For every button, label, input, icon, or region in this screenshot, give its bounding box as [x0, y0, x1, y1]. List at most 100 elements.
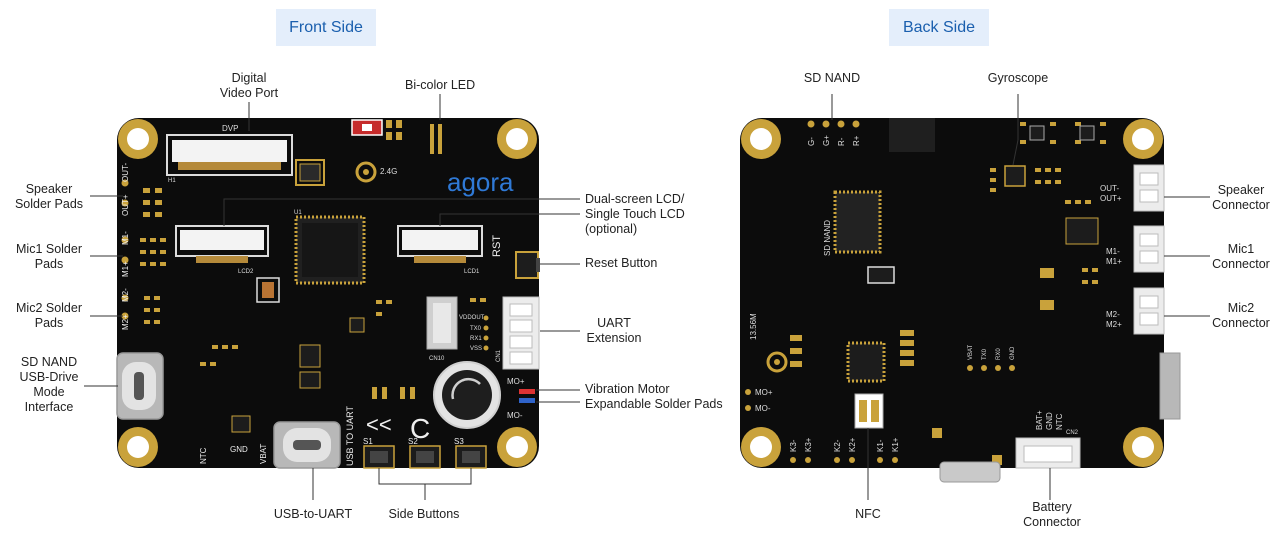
- nfc-chip: [846, 341, 886, 383]
- label-nfc: NFC: [855, 507, 881, 521]
- silk-rst: RST: [491, 235, 503, 257]
- back-board: G- G+ R- R+ SD NAND: [740, 118, 1181, 483]
- label-lcd: Dual-screen LCD/Single Touch LCD(optiona…: [585, 192, 685, 236]
- silk-bat-plus: BAT+: [1035, 410, 1044, 430]
- silk-r-minus: R-: [837, 137, 846, 146]
- silk-m2-plus: M2+: [121, 314, 130, 330]
- mounting-hole: [118, 119, 158, 159]
- label-expandable-solder-pads: Expandable Solder Pads: [585, 397, 723, 411]
- motor-wire-red: [519, 389, 535, 394]
- mic2-connector: [1133, 287, 1165, 335]
- silk-freq: 2.4G: [380, 167, 397, 176]
- label-usb-to-uart: USB-to-UART: [273, 507, 353, 521]
- silk-tx0: TX0: [470, 326, 482, 332]
- back-usb-c-port: [1159, 352, 1181, 420]
- silk-s2: S2: [408, 437, 418, 446]
- mounting-hole: [741, 427, 781, 467]
- reset-button: [515, 251, 539, 279]
- label-side-buttons: Side Buttons: [388, 507, 460, 521]
- silk-dvp: DVP: [222, 124, 238, 133]
- silk-mo-plus: MO+: [755, 388, 773, 397]
- mounting-hole: [497, 119, 537, 159]
- silk-g-plus: G+: [822, 135, 831, 146]
- silk-c-mark: C: [410, 413, 430, 444]
- mounting-hole: [118, 427, 158, 467]
- back-side-title: Back Side: [889, 9, 989, 46]
- silk-r-plus: R+: [852, 135, 861, 146]
- silk-m1-minus: M1-: [1106, 247, 1120, 256]
- side-button-s3: [455, 445, 487, 469]
- silk-k1-minus: K1-: [876, 439, 885, 452]
- silk-gnd: GND: [1010, 346, 1016, 360]
- front-board: DVP H1 2.4G agora U1 LCD2 LCD1 RST: [116, 118, 540, 469]
- nfc-antenna-connector: [766, 351, 788, 373]
- mic1-solder-pads: [121, 236, 129, 264]
- silk-m2-minus: M2-: [1106, 310, 1120, 319]
- silk-lcd1: LCD1: [464, 269, 480, 275]
- label-reset-button: Reset Button: [585, 256, 658, 270]
- label-bicolor-led: Bi-color LED: [405, 78, 476, 92]
- silk-k2-minus: K2-: [833, 439, 842, 452]
- silk-k3-minus: K3-: [789, 439, 798, 452]
- silk-mo-minus: MO-: [755, 404, 771, 413]
- silk-ntc: NTC: [199, 447, 208, 464]
- mic1-connector: [1133, 225, 1165, 273]
- silk-vss: VSS: [470, 346, 482, 352]
- silk-g-minus: G-: [807, 137, 816, 146]
- silk-mo-plus: MO+: [507, 377, 525, 386]
- mounting-hole: [497, 427, 537, 467]
- silk-13m56: 13.56M: [749, 313, 758, 340]
- label-gyroscope: Gyroscope: [987, 71, 1049, 85]
- silk-vbat: VBAT: [259, 444, 268, 464]
- antenna-connector: [355, 161, 377, 183]
- silk-u1: U1: [294, 210, 302, 216]
- silk-vddout: VDDOUT: [459, 315, 485, 321]
- side-button-s1: [363, 445, 395, 469]
- silk-k1-plus: K1+: [891, 437, 900, 452]
- silk-rx1: RX1: [470, 336, 482, 342]
- silk-usb-to-uart: USB TO UART: [345, 405, 355, 466]
- silk-out-minus: OUT-: [1100, 184, 1119, 193]
- silk-arrows: <<: [366, 412, 392, 437]
- silk-m1-minus: M1-: [121, 231, 130, 245]
- silk-tx0: TX0: [982, 348, 988, 360]
- silk-gnd2: GND: [1045, 412, 1054, 430]
- silk-k3-plus: K3+: [804, 437, 813, 452]
- speaker-connector: [1133, 164, 1165, 212]
- silk-m1-plus: M1+: [121, 261, 130, 277]
- motor-wire-blue: [519, 398, 535, 403]
- silk-lcd2: LCD2: [238, 269, 254, 275]
- silk-rx0: RX0: [996, 348, 1002, 360]
- silk-out-plus: OUT+: [1100, 194, 1122, 203]
- side-button-s2: [409, 445, 441, 469]
- silk-ntc: NTC: [1055, 413, 1064, 430]
- front-side-title: Front Side: [276, 9, 376, 46]
- silk-sd-nand-chip: SD NAND: [823, 220, 832, 256]
- mounting-hole: [741, 119, 781, 159]
- silk-cn2: CN2: [1066, 430, 1079, 436]
- silk-gnd: GND: [230, 445, 248, 454]
- silk-cn10: CN10: [429, 356, 445, 362]
- silk-out-minus: OUT-: [121, 163, 130, 182]
- silk-out-plus: OUT+: [121, 194, 130, 216]
- sd-nand-chip: [833, 190, 882, 254]
- silk-vbat: VBAT: [968, 344, 974, 360]
- silk-k2-plus: K2+: [848, 437, 857, 452]
- speaker-solder-pads: [121, 179, 129, 207]
- dvp-connector: [166, 134, 293, 176]
- agora-logo: agora: [447, 167, 514, 197]
- label-vibration-motor: Vibration Motor: [585, 382, 670, 396]
- silk-m2-plus: M2+: [1106, 320, 1122, 329]
- silk-m1-plus: M1+: [1106, 257, 1122, 266]
- mounting-hole: [1123, 427, 1163, 467]
